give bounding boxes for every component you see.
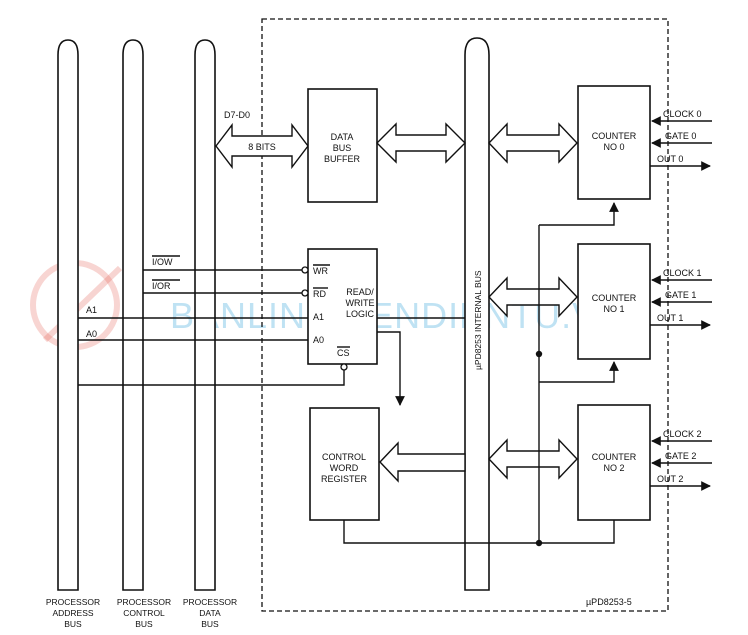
block-label: DATA	[199, 608, 221, 618]
block-label: NO 2	[603, 463, 624, 473]
out2-label: OUT 2	[657, 474, 683, 484]
read-write-logic-box	[307, 248, 378, 365]
a0-label: A0	[86, 329, 97, 339]
block-label: BUS	[135, 619, 153, 629]
buffer-internal-arrow	[376, 122, 466, 164]
address-bus-label: PROCESSOR ADDRESS BUS	[46, 597, 100, 629]
eight-bits-label: 8 BITS	[248, 142, 276, 152]
gate1-label: GATE 1	[665, 290, 696, 300]
internal-bus	[464, 37, 490, 591]
counter2-box	[577, 404, 651, 521]
a1-label: A1	[86, 305, 97, 315]
gate0-label: GATE 0	[665, 131, 696, 141]
block-label: CONTROL	[123, 608, 165, 618]
control-word-register-box	[309, 407, 380, 521]
clock1-label: CLOCK 1	[663, 268, 702, 278]
iow-label: I/OW	[152, 257, 173, 267]
block-label: REGISTER	[321, 474, 368, 484]
out0-label: OUT 0	[657, 154, 683, 164]
internal-bus-label: µPD8253 INTERNAL BUS	[473, 270, 483, 370]
block-label: PROCESSOR	[46, 597, 100, 607]
address-bus	[57, 39, 79, 591]
cwr-arrow	[379, 441, 466, 483]
block-label: COUNTER	[592, 131, 637, 141]
pin-cs: CS	[337, 348, 350, 358]
block-label: BUFFER	[324, 154, 361, 164]
pin-wr: WR	[313, 266, 328, 276]
block-label: WORD	[330, 463, 359, 473]
block-label: NO 0	[603, 142, 624, 152]
pin-a0: A0	[313, 335, 324, 345]
pin-rd: RD	[313, 289, 326, 299]
block-label: WRITE	[346, 298, 375, 308]
block-label: BUS	[201, 619, 219, 629]
block-label: BUS	[64, 619, 82, 629]
block-label: COUNTER	[592, 452, 637, 462]
data-bus	[194, 39, 216, 591]
counter1-box	[577, 243, 651, 360]
data-width-label: D7-D0	[224, 110, 250, 120]
ior-label: I/OR	[152, 281, 171, 291]
pin-a1: A1	[313, 312, 324, 322]
block-label: BUS	[333, 143, 352, 153]
gate2-label: GATE 2	[665, 451, 696, 461]
block-label: ADDRESS	[52, 608, 93, 618]
block-label: NO 1	[603, 304, 624, 314]
block-label: READ/	[346, 287, 374, 297]
block-label: CONTROL	[322, 452, 366, 462]
control-bus-label: PROCESSOR CONTROL BUS	[117, 597, 171, 629]
counter2-arrow	[488, 438, 578, 480]
chip-name: µPD8253-5	[586, 597, 632, 607]
block-label: LOGIC	[346, 309, 375, 319]
counter0-arrow	[488, 122, 578, 164]
control-bus	[122, 39, 144, 591]
counter1-arrow	[488, 276, 578, 318]
out1-label: OUT 1	[657, 313, 683, 323]
block-label: DATA	[331, 132, 354, 142]
clock0-label: CLOCK 0	[663, 109, 702, 119]
block-label: COUNTER	[592, 293, 637, 303]
block-label: PROCESSOR	[183, 597, 237, 607]
data-bus-label: PROCESSOR DATA BUS	[183, 597, 237, 629]
data-bus-buffer-box	[307, 88, 378, 203]
block-label: PROCESSOR	[117, 597, 171, 607]
counter0-box	[577, 85, 651, 200]
clock2-label: CLOCK 2	[663, 429, 702, 439]
chip-boundary	[261, 18, 669, 612]
